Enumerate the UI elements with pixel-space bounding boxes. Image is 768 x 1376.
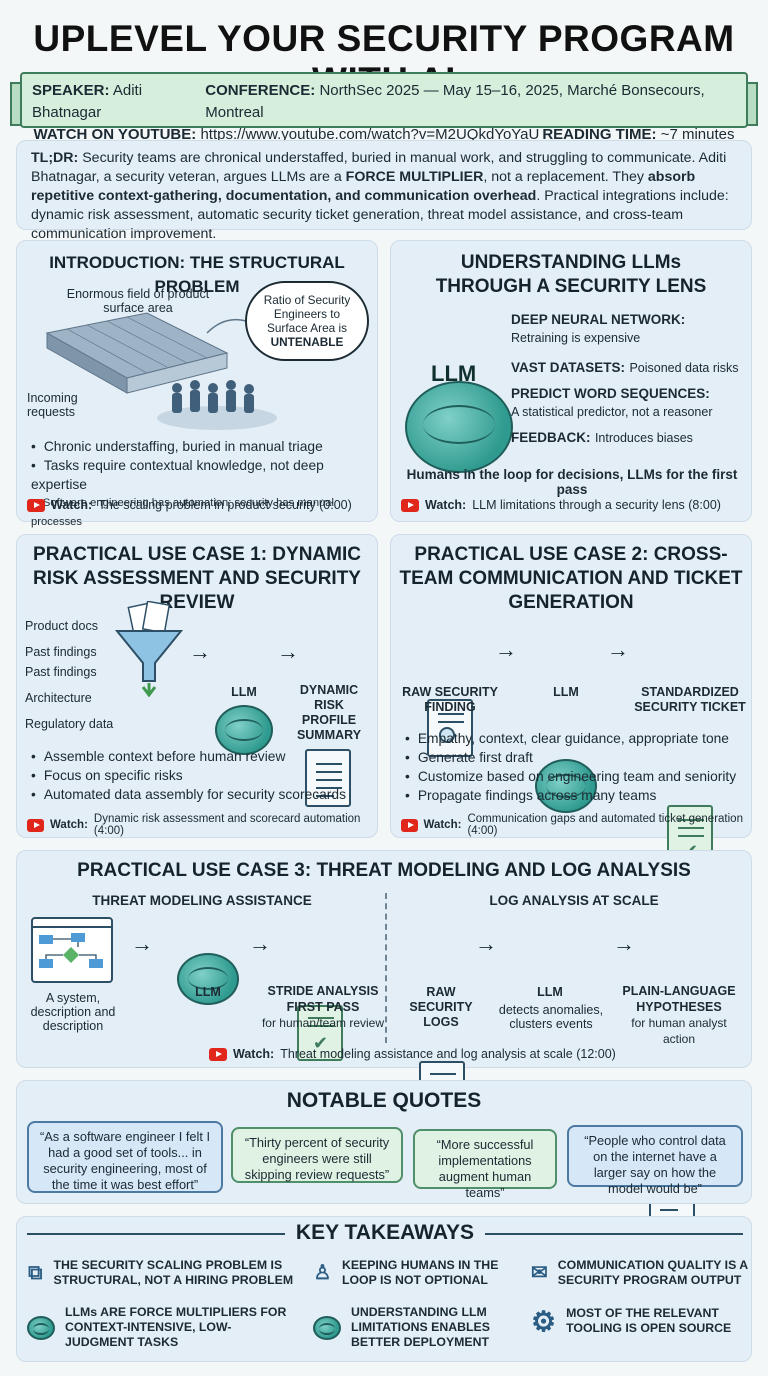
takeaway-item: ⧉THE SECURITY SCALING PROBLEM IS STRUCTU… bbox=[28, 1258, 294, 1287]
takeaway-item: UNDERSTANDING LLM LIMITATIONS ENABLES BE… bbox=[313, 1305, 523, 1350]
intro-heading: INTRODUCTION: THE STRUCTURAL PROBLEM bbox=[49, 253, 345, 296]
uc3-right-llm-label: LLM bbox=[537, 985, 563, 999]
llm-brain-label: LLM bbox=[431, 361, 477, 386]
uc3-right-input-label: RAW SECURITY LOGS bbox=[409, 985, 473, 1029]
youtube-field: WATCH ON YOUTUBE: https://www.youtube.co… bbox=[33, 126, 540, 143]
uc2-bullet: Customize based on engineering team and … bbox=[405, 767, 750, 786]
llm-property: VAST DATASETS: Poisoned data risks bbox=[511, 360, 739, 375]
uc2-bullet: Empathy, context, clear guidance, approp… bbox=[405, 729, 750, 748]
thought-cloud: Ratio of Security Engineers to Surface A… bbox=[245, 281, 369, 361]
flow-arrow: → bbox=[131, 931, 153, 956]
llm-property: DEEP NEURAL NETWORK:Retraining is expens… bbox=[511, 312, 686, 345]
uc2-output-label: STANDARDIZED SECURITY TICKET bbox=[634, 685, 746, 714]
brain-icon bbox=[313, 1312, 341, 1344]
uc2-watch-link[interactable]: Watch:Communication gaps and automated t… bbox=[401, 813, 751, 837]
takeaway-item: LLMs ARE FORCE MULTIPLIERS FOR CONTEXT-I… bbox=[27, 1305, 297, 1350]
intro-bullet: Tasks require contextual knowledge, not … bbox=[31, 456, 376, 494]
use-case-1-card: PRACTICAL USE CASE 1: DYNAMIC RISK ASSES… bbox=[16, 534, 378, 838]
uc2-input-label: RAW SECURITY FINDING bbox=[402, 685, 498, 714]
org-chart-icon: ⧉ bbox=[28, 1261, 43, 1284]
quote-bubble: “More successful implementations augment… bbox=[413, 1129, 557, 1200]
uc2-bullet: Generate first draft bbox=[405, 748, 750, 767]
uc1-bullet: Focus on specific risks bbox=[31, 766, 376, 785]
gear-icon: ⚙ bbox=[531, 1305, 557, 1337]
uc1-inputs: Product docs Past findings Past findings… bbox=[25, 619, 114, 731]
flow-arrow: → bbox=[189, 639, 211, 664]
incoming-requests-label: Incoming requests bbox=[27, 391, 78, 419]
intro-watch-link[interactable]: Watch:The scaling problem in product sec… bbox=[27, 498, 352, 512]
quotes-heading: NOTABLE QUOTES bbox=[286, 1089, 482, 1112]
uc3-left-input-label: A system, description and description bbox=[30, 991, 116, 1033]
hands-person-icon: ♙ bbox=[313, 1261, 332, 1284]
flow-arrow: → bbox=[277, 639, 299, 664]
server-field-illustration bbox=[45, 312, 277, 430]
surface-area-label: Enormous field of product surface area bbox=[66, 287, 210, 315]
intro-bullet: Software engineering has automation; sec… bbox=[31, 494, 376, 532]
youtube-link[interactable]: https://www.youtube.com/watch?v=M2UQkdYo… bbox=[200, 126, 540, 143]
takeaways-card: KEY TAKEAWAYS ⧉THE SECURITY SCALING PROB… bbox=[16, 1216, 752, 1362]
uc3-right-llm-sub: detects anomalies, clusters events bbox=[498, 1003, 604, 1031]
tldr-box: TL;DR: Security teams are chronical unde… bbox=[16, 140, 752, 242]
uc2-bullet: Propagate findings across many teams bbox=[405, 786, 750, 805]
llm-property: PREDICT WORD SEQUENCES:A statistical pre… bbox=[511, 386, 713, 419]
uc3-right-title: LOG ANALYSIS AT SCALE bbox=[489, 893, 659, 908]
youtube-icon bbox=[27, 818, 44, 832]
uc3-left-title: THREAT MODELING ASSISTANCE bbox=[92, 893, 312, 908]
brain-icon bbox=[405, 381, 513, 473]
funnel-icon bbox=[114, 601, 184, 697]
uc2-heading: PRACTICAL USE CASE 2: CROSS-TEAM COMMUNI… bbox=[399, 544, 743, 613]
chat-bubbles-icon: ✉ bbox=[531, 1261, 548, 1284]
uc1-llm-label: LLM bbox=[231, 685, 257, 699]
flow-arrow: → bbox=[249, 931, 271, 956]
quote-bubble: “Thirty percent of security engineers we… bbox=[231, 1127, 403, 1183]
system-diagram-icon bbox=[31, 917, 113, 983]
conference-field: CONFERENCE: NorthSec 2025 — May 15–16, 2… bbox=[205, 82, 705, 121]
brain-icon bbox=[177, 953, 239, 1005]
use-case-3-card: PRACTICAL USE CASE 3: THREAT MODELING AN… bbox=[16, 850, 752, 1225]
uc2-llm-label: LLM bbox=[553, 685, 579, 699]
speaker-field: SPEAKER: Aditi Bhatnagar bbox=[32, 82, 143, 121]
uc3-left-llm-label: LLM bbox=[195, 985, 221, 999]
brain-icon bbox=[27, 1312, 55, 1344]
quote-bubble: “As a software engineer I felt I had a g… bbox=[27, 1121, 223, 1193]
youtube-icon bbox=[27, 498, 45, 512]
quotes-card: NOTABLE QUOTES “As a software engineer I… bbox=[16, 1080, 752, 1204]
uc1-bullet: Automated data assembly for security sco… bbox=[31, 785, 376, 804]
meta-ribbon: SPEAKER: Aditi Bhatnagar CONFERENCE: Nor… bbox=[10, 72, 758, 143]
section-divider bbox=[385, 893, 387, 1043]
reading-time-field: READING TIME: ~7 minutes bbox=[542, 126, 735, 143]
quote-bubble: “People who control data on the internet… bbox=[567, 1125, 743, 1196]
flow-arrow: → bbox=[607, 637, 629, 662]
takeaway-item: ⚙MOST OF THE RELEVANT TOOLING IS OPEN SO… bbox=[531, 1305, 732, 1337]
llm-properties-list: DEEP NEURAL NETWORK:Retraining is expens… bbox=[511, 311, 751, 447]
youtube-icon bbox=[209, 1047, 227, 1061]
intro-bullet: Chronic understaffing, buried in manual … bbox=[31, 437, 376, 456]
flow-arrow: → bbox=[495, 637, 517, 662]
use-case-2-card: PRACTICAL USE CASE 2: CROSS-TEAM COMMUNI… bbox=[390, 534, 752, 869]
flow-arrow: → bbox=[613, 931, 635, 956]
uc1-watch-link[interactable]: Watch:Dynamic risk assessment and scorec… bbox=[27, 813, 377, 837]
uc1-bullet: Assemble context before human review bbox=[31, 747, 376, 766]
intro-card: INTRODUCTION: THE STRUCTURAL PROBLEM Eno… bbox=[16, 240, 378, 528]
uc1-output-label: DYNAMIC RISK PROFILE SUMMARY bbox=[296, 683, 362, 742]
youtube-icon bbox=[401, 818, 418, 832]
llm-lens-card: UNDERSTANDING LLMs THROUGH A SECURITY LE… bbox=[390, 240, 752, 522]
uc1-heading: PRACTICAL USE CASE 1: DYNAMIC RISK ASSES… bbox=[33, 544, 361, 613]
llm-summary: Humans in the loop for decisions, LLMs f… bbox=[406, 467, 738, 497]
flow-arrow: → bbox=[475, 931, 497, 956]
checked-document-icon: ✔ bbox=[297, 1005, 343, 1061]
takeaway-item: ✉COMMUNICATION QUALITY IS A SECURITY PRO… bbox=[531, 1258, 748, 1287]
takeaways-heading: KEY TAKEAWAYS bbox=[285, 1221, 485, 1245]
llm-lens-heading: UNDERSTANDING LLMs THROUGH A SECURITY LE… bbox=[435, 252, 707, 297]
llm-watch-link[interactable]: Watch:LLM limitations through a security… bbox=[401, 498, 721, 512]
uc3-heading: PRACTICAL USE CASE 3: THREAT MODELING AN… bbox=[77, 860, 691, 881]
llm-property: FEEDBACK: Introduces biases bbox=[511, 430, 693, 445]
uc3-watch-link[interactable]: Watch:Threat modeling assistance and log… bbox=[209, 1047, 616, 1061]
takeaway-item: ♙KEEPING HUMANS IN THE LOOP IS NOT OPTIO… bbox=[313, 1258, 499, 1287]
youtube-icon bbox=[401, 498, 419, 512]
